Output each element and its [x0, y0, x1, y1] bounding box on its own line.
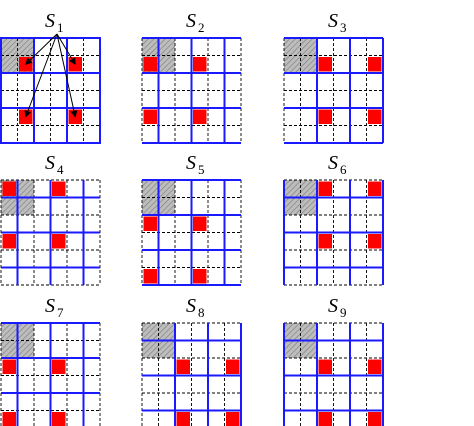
shaded-cell — [158, 55, 175, 73]
shaded-cell — [1, 38, 18, 56]
red-marker — [193, 57, 207, 72]
shaded-cell — [300, 38, 317, 56]
shaded-cell — [142, 38, 159, 56]
blue-border — [0, 37, 101, 144]
shaded-cell — [284, 180, 301, 198]
shaded-cell — [284, 340, 301, 358]
panel-label-subscript: 4 — [57, 162, 64, 177]
red-marker — [52, 181, 66, 196]
shaded-cell — [1, 55, 18, 73]
red-marker — [318, 109, 332, 124]
pointer-arrow — [24, 33, 58, 118]
red-marker — [52, 412, 66, 426]
panel-label: S — [186, 152, 196, 174]
shaded-cell — [284, 323, 301, 341]
red-marker — [193, 216, 207, 231]
shaded-cell — [1, 197, 18, 215]
red-marker — [193, 109, 207, 124]
shaded-cell — [300, 197, 317, 215]
panel-label: S — [186, 10, 196, 32]
panel-label: S — [328, 10, 338, 32]
shaded-cell — [284, 55, 301, 73]
shaded-cell — [1, 340, 18, 358]
shaded-cell — [17, 38, 34, 56]
red-marker — [52, 359, 66, 374]
red-marker — [368, 412, 382, 426]
panel-label-subscript: 6 — [340, 162, 347, 177]
shaded-cell — [300, 323, 317, 341]
shaded-cell — [300, 340, 317, 358]
panel-label: S — [45, 152, 55, 174]
pointer-arrow — [25, 33, 58, 65]
shaded-cell — [17, 340, 34, 358]
red-marker — [2, 181, 16, 196]
panel-label-subscript: 8 — [198, 305, 205, 320]
red-marker — [368, 234, 382, 249]
shaded-cell — [300, 55, 317, 73]
panel-label: S — [186, 295, 196, 317]
panel-label: S — [45, 295, 55, 317]
red-marker — [318, 412, 332, 426]
shaded-cell — [142, 197, 159, 215]
red-marker — [2, 359, 16, 374]
pointer-arrow — [56, 33, 76, 66]
shaded-cell — [284, 38, 301, 56]
shaded-cell — [17, 323, 34, 341]
shaded-cell — [284, 197, 301, 215]
red-marker — [52, 234, 66, 249]
red-marker — [143, 269, 157, 284]
shaded-cell — [158, 197, 175, 215]
red-marker — [368, 109, 382, 124]
red-marker — [368, 359, 382, 374]
shaded-cell — [1, 323, 18, 341]
panel-label-subscript: 9 — [340, 305, 347, 320]
pointer-arrow — [56, 33, 78, 118]
shaded-cell — [142, 340, 159, 358]
red-marker — [143, 57, 157, 72]
shaded-cell — [158, 38, 175, 56]
red-marker — [143, 109, 157, 124]
panel-label-subscript: 3 — [340, 20, 347, 35]
panel-label: S — [328, 295, 338, 317]
panel-label-subscript: 5 — [198, 162, 205, 177]
panel-label: S — [328, 152, 338, 174]
red-marker — [226, 412, 240, 426]
panel-label-subscript: 7 — [57, 305, 64, 320]
shaded-cell — [142, 180, 159, 198]
red-marker — [368, 57, 382, 72]
red-marker — [176, 359, 190, 374]
shaded-cell — [158, 180, 175, 198]
red-marker — [143, 216, 157, 231]
red-marker — [226, 359, 240, 374]
shaded-cell — [158, 323, 175, 341]
shaded-cell — [142, 323, 159, 341]
red-marker — [2, 412, 16, 426]
panel-label: S — [45, 10, 55, 32]
red-marker — [176, 412, 190, 426]
shaded-cell — [158, 340, 175, 358]
red-marker — [318, 181, 332, 196]
panel-label-subscript: 2 — [198, 20, 205, 35]
red-marker — [318, 234, 332, 249]
red-marker — [318, 57, 332, 72]
red-marker — [368, 181, 382, 196]
red-marker — [318, 359, 332, 374]
panel-label-subscript: 1 — [57, 20, 64, 35]
shaded-cell — [17, 180, 34, 198]
red-marker — [2, 234, 16, 249]
shaded-cell — [17, 197, 34, 215]
red-marker — [193, 269, 207, 284]
shaded-cell — [300, 180, 317, 198]
